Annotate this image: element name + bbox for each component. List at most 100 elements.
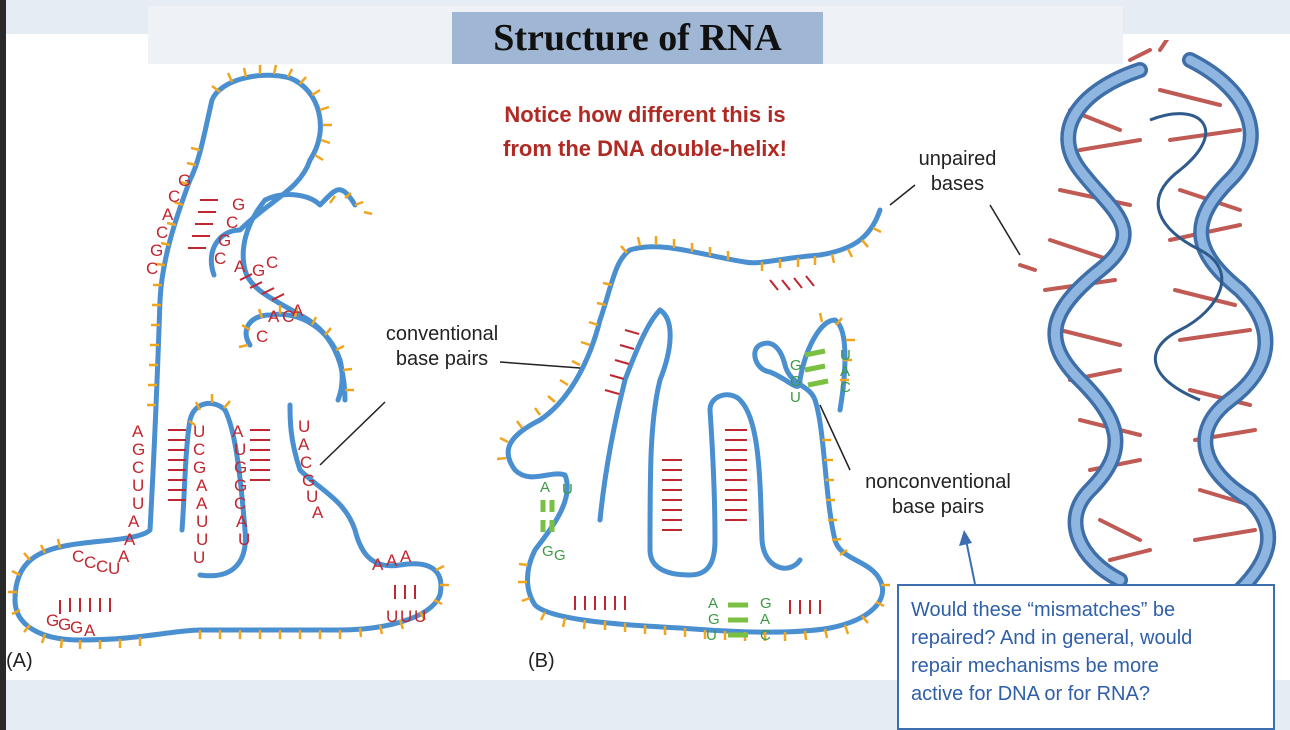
- helix-rungs: [1018, 40, 1257, 562]
- base-letter: G: [554, 547, 566, 564]
- base-letter: C: [234, 494, 246, 513]
- panel-b-green-letters: A U G G A G U G A C G G U U A C: [540, 347, 851, 644]
- base-letter: A: [540, 479, 550, 496]
- unpaired-label-line-1: unpaired: [918, 148, 997, 170]
- left-edge-bar: [0, 0, 6, 730]
- base-letter: A: [132, 422, 144, 441]
- base-letter: C: [146, 259, 158, 278]
- helix-ribbon-edges: [1149, 112, 1224, 402]
- panel-b-base-ticks: [496, 226, 890, 641]
- notice-line-2: from the DNA double-helix!: [503, 136, 787, 161]
- unpaired-label-line-2: bases: [930, 173, 985, 195]
- base-letter: A: [196, 476, 208, 495]
- panel-b-structure: A U G G A G U G A C G G U U A C: [496, 207, 890, 644]
- conventional-label-line-1: conventional: [385, 323, 499, 345]
- rna-3d-helix-illustration: [1018, 40, 1276, 598]
- panel-a-base-letters: A G C U U A A A U C G A A U U U A U G G …: [46, 171, 426, 640]
- base-letter: G: [790, 373, 802, 390]
- base-letter: G: [234, 458, 247, 477]
- panel-a-label: (A): [6, 650, 33, 672]
- question-arrow: [959, 530, 976, 585]
- panel-b-conventional-pairs: [574, 275, 821, 614]
- base-letter: A: [292, 301, 304, 320]
- base-letter: C: [193, 440, 205, 459]
- base-letter: G: [542, 543, 554, 560]
- base-letter: U: [400, 607, 412, 626]
- base-letter: U: [132, 476, 144, 495]
- base-letter: C: [256, 327, 268, 346]
- base-letter: C: [282, 307, 294, 326]
- panel-b-label: (B): [528, 650, 555, 672]
- base-letter: C: [96, 557, 108, 576]
- base-letter: C: [72, 547, 84, 566]
- base-letter: A: [196, 494, 208, 513]
- nonconventional-label-line-2: base pairs: [891, 496, 985, 518]
- base-letter: A: [162, 205, 174, 224]
- base-letter: A: [268, 307, 280, 326]
- conventional-base-pairs-label: conventional base pairs: [362, 322, 522, 372]
- question-line-2: repaired? And in general, would: [911, 627, 1193, 649]
- arrow-head-icon: [959, 530, 972, 546]
- base-letter: G: [132, 440, 145, 459]
- base-letter: U: [706, 627, 717, 644]
- base-letter: U: [193, 548, 205, 567]
- conventional-label-line-2: base pairs: [395, 348, 489, 370]
- base-letter: C: [226, 213, 238, 232]
- question-line-3: repair mechanisms be more: [911, 655, 1159, 677]
- nonconventional-label-line-1: nonconventional: [865, 471, 1011, 493]
- base-letter: C: [156, 223, 168, 242]
- base-letter: G: [150, 241, 163, 260]
- base-letter: A: [298, 435, 310, 454]
- conventional-leader-a: [319, 401, 386, 466]
- nonconventional-base-pairs-label: nonconventional base pairs: [838, 470, 1038, 520]
- base-letter: U: [562, 481, 573, 498]
- helix-ribbon-back: [1047, 52, 1276, 598]
- base-letter: U: [234, 440, 246, 459]
- base-letter: A: [840, 363, 850, 380]
- panel-b-inner-backbone-2: [767, 317, 848, 413]
- base-letter: G: [760, 595, 772, 612]
- base-letter: U: [386, 607, 398, 626]
- base-letter: U: [306, 487, 318, 506]
- base-letter: A: [708, 595, 718, 612]
- base-letter: C: [760, 627, 771, 644]
- base-letter: U: [414, 607, 426, 626]
- base-letter: G: [252, 261, 265, 280]
- base-letter: C: [214, 249, 226, 268]
- helix-ribbon-front: [1050, 55, 1273, 595]
- base-letter: A: [236, 512, 248, 531]
- base-letter: A: [760, 611, 770, 628]
- base-letter: C: [132, 458, 144, 477]
- base-letter: U: [108, 559, 120, 578]
- slide-title: Structure of RNA: [452, 12, 823, 64]
- base-letter: A: [128, 512, 140, 531]
- base-letter: U: [196, 512, 208, 531]
- question-line-1: Would these “mismatches” be: [911, 599, 1176, 621]
- base-letter: A: [400, 547, 412, 566]
- base-letter: U: [840, 347, 851, 364]
- panel-b-inner-backbone-1: [597, 307, 803, 578]
- base-letter: C: [300, 453, 312, 472]
- nonconventional-leader: [819, 404, 851, 471]
- base-letter: A: [232, 422, 244, 441]
- base-letter: G: [790, 357, 802, 374]
- unpaired-bases-label: unpaired bases: [895, 147, 1020, 197]
- base-letter: A: [234, 257, 246, 276]
- base-letter: C: [266, 253, 278, 272]
- panel-b-nonconventional-pairs: [540, 348, 829, 638]
- panel-a-base-ticks: [8, 64, 449, 649]
- panel-a-conventional-pairs: [59, 199, 416, 614]
- base-letter: G: [193, 458, 206, 477]
- base-letter: G: [58, 615, 71, 634]
- base-letter: C: [84, 553, 96, 572]
- base-letter: G: [46, 611, 59, 630]
- base-letter: U: [238, 530, 250, 549]
- question-callout: Would these “mismatches” be repaired? An…: [897, 584, 1275, 730]
- base-letter: U: [132, 494, 144, 513]
- unpaired-leader-right: [989, 204, 1021, 256]
- base-letter: A: [124, 530, 136, 549]
- base-letter: G: [70, 618, 83, 637]
- base-letter: C: [840, 379, 851, 396]
- base-letter: U: [193, 422, 205, 441]
